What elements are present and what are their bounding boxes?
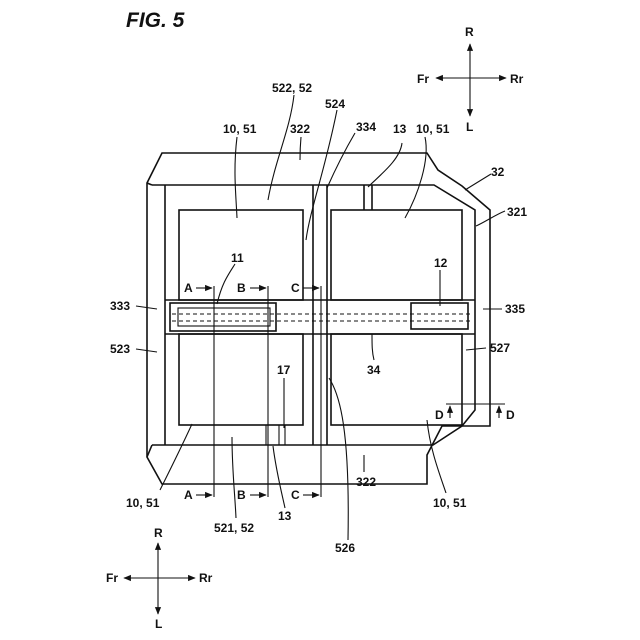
- label-524: 524: [325, 97, 345, 111]
- label-321: 321: [507, 205, 527, 219]
- label-521-52: 521, 52: [214, 521, 254, 535]
- label-522-52: 522, 52: [272, 81, 312, 95]
- label-12: 12: [434, 256, 448, 270]
- section-mark-d-left: D: [435, 408, 444, 422]
- label-333: 333: [110, 299, 130, 313]
- compass-bottom-l: L: [155, 617, 162, 631]
- section-mark-c-bottom: C: [291, 488, 300, 502]
- compass-bottom: R L Fr Rr: [106, 526, 213, 631]
- label-526: 526: [335, 541, 355, 555]
- label-10-51-bottom-left: 10, 51: [126, 496, 160, 510]
- figure-title: FIG. 5: [126, 9, 185, 32]
- label-335: 335: [505, 302, 525, 316]
- compass-bottom-rr: Rr: [199, 571, 213, 585]
- compass-bottom-fr: Fr: [106, 571, 118, 585]
- compass-top-rr: Rr: [510, 72, 524, 86]
- outer-frame-outline: [147, 153, 490, 484]
- label-34: 34: [367, 363, 381, 377]
- label-10-51-bottom-right: 10, 51: [433, 496, 467, 510]
- label-13-top: 13: [393, 122, 407, 136]
- label-523: 523: [110, 342, 130, 356]
- outer-frame: [147, 153, 490, 484]
- center-member: [313, 185, 327, 445]
- label-322-bottom: 322: [356, 475, 376, 489]
- label-32: 32: [491, 165, 505, 179]
- label-11: 11: [231, 251, 244, 265]
- section-mark-a-bottom: A: [184, 488, 193, 502]
- connector-13-bottom: [266, 425, 285, 445]
- component-12: [411, 303, 468, 329]
- label-527: 527: [490, 341, 510, 355]
- compass-top-l: L: [466, 120, 473, 134]
- label-17: 17: [277, 363, 291, 377]
- compass-bottom-r: R: [154, 526, 163, 540]
- section-mark-b-bottom: B: [237, 488, 246, 502]
- connector-13-top: [364, 185, 372, 210]
- section-mark-c-top: C: [291, 281, 300, 295]
- compass-top: R L Fr Rr: [417, 25, 524, 134]
- label-13-bottom: 13: [278, 509, 292, 523]
- label-10-51-top-left: 10, 51: [223, 122, 257, 136]
- label-322-top: 322: [290, 122, 310, 136]
- compass-top-fr: Fr: [417, 72, 429, 86]
- section-mark-b-top: B: [237, 281, 246, 295]
- label-10-51-top-right: 10, 51: [416, 122, 450, 136]
- section-mark-d-right: D: [506, 408, 515, 422]
- section-mark-a-top: A: [184, 281, 193, 295]
- battery-cell-top-right: [331, 210, 462, 300]
- compass-top-r: R: [465, 25, 474, 39]
- label-334: 334: [356, 120, 376, 134]
- component-11: [170, 303, 276, 331]
